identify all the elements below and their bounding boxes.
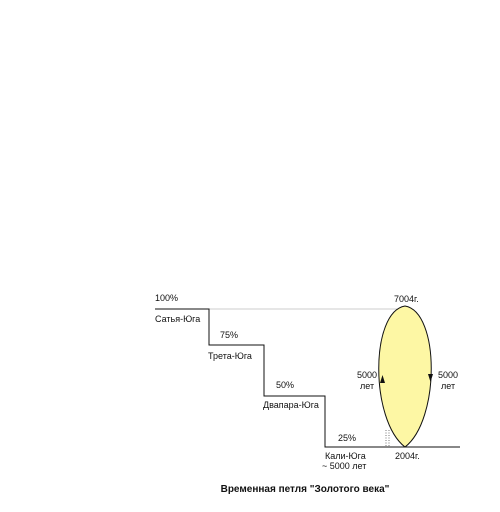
- level-pct-satya: 100%: [155, 293, 178, 303]
- loop-bottom-year: 2004г.: [395, 451, 420, 461]
- loop-right-duration-value: 5000: [438, 370, 458, 380]
- arrow-down-icon: [428, 374, 433, 382]
- level-name-treta: Трета-Юга: [208, 351, 252, 361]
- level-name-dvapara: Двапара-Юга: [263, 400, 319, 410]
- loop-left-duration-unit: лет: [360, 381, 374, 391]
- level-name-kali: Кали-Юга: [325, 451, 366, 461]
- yuga-staircase: [155, 308, 460, 448]
- time-loop-shape: [378, 305, 432, 448]
- level-pct-dvapara: 50%: [276, 380, 294, 390]
- level-pct-treta: 75%: [220, 330, 238, 340]
- diagram-caption: Временная петля "Золотого века": [221, 484, 390, 495]
- level-name-satya: Сатья-Юга: [155, 314, 200, 324]
- loop-right-duration-unit: лет: [441, 381, 455, 391]
- arrow-up-icon: [380, 375, 385, 383]
- loop-left-duration-value: 5000: [357, 370, 377, 380]
- level-pct-kali: 25%: [338, 433, 356, 443]
- loop-top-year: 7004г.: [394, 294, 419, 304]
- level-note-kali: ~ 5000 лет: [322, 461, 366, 471]
